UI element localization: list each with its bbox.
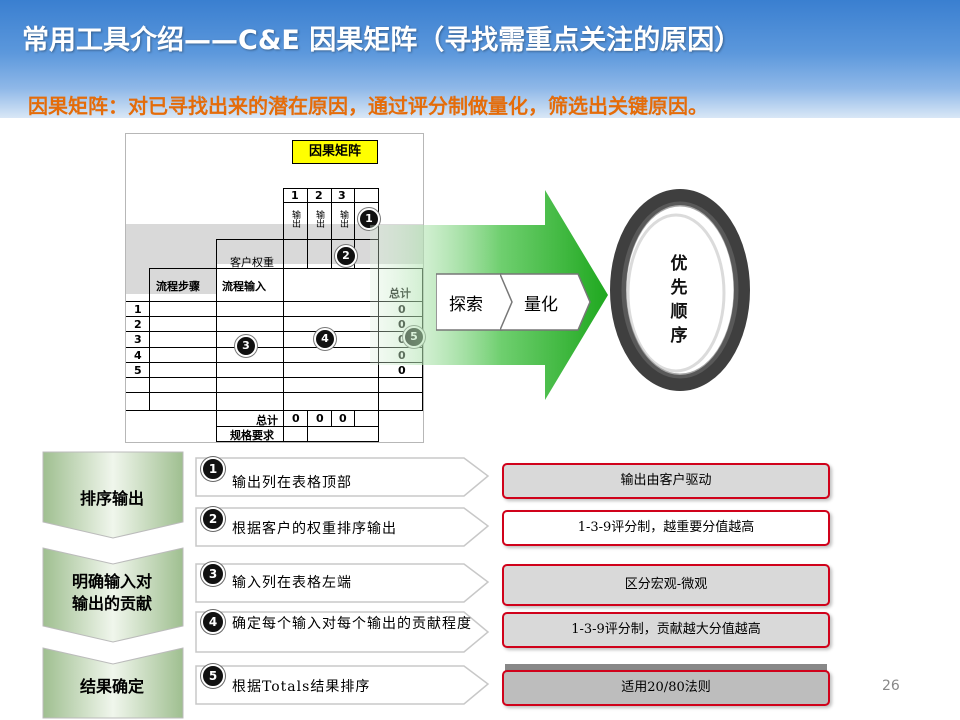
row-number: 2	[134, 318, 142, 331]
row-total: 0	[398, 364, 406, 377]
phase-chevrons	[42, 451, 184, 719]
bottom-total-label: 总计	[256, 414, 278, 427]
note-box-4: 1-3-9评分制，贡献越大分值越高	[502, 612, 830, 648]
slide-header	[0, 0, 960, 118]
phase-input-contribution: 明确输入对输出的贡献	[71, 572, 152, 613]
spec-label: 规格要求	[230, 429, 274, 442]
step-text-4: 确定每个输入对每个输出的贡献程度	[232, 616, 472, 632]
badge-3: 3	[235, 335, 257, 357]
page-number: 26	[882, 678, 900, 694]
priority-label: 优 先 顺 序	[664, 252, 694, 348]
col-number: 2	[315, 189, 323, 202]
note-box-1: 输出由客户驱动	[502, 463, 830, 499]
step-number-3: 3	[201, 562, 225, 586]
phase-sort-output: 排序输出	[79, 489, 144, 508]
process-input-label: 流程输入	[222, 280, 266, 293]
note-box-5: 适用20/80法则	[502, 670, 830, 706]
output-label: 输出	[314, 210, 324, 228]
customer-weight-label: 客户权重	[230, 256, 274, 269]
enso-brush-circle-icon	[610, 189, 750, 391]
step-number-2: 2	[201, 507, 225, 531]
badge-2: 2	[335, 245, 357, 267]
output-label: 输出	[338, 210, 348, 228]
slide-subtitle: 因果矩阵：对已寻找出来的潜在原因，通过评分制做量化，筛选出关键原因。	[28, 94, 708, 118]
step-arrows	[195, 457, 490, 705]
output-label: 输出	[290, 210, 300, 228]
col-number: 3	[338, 189, 346, 202]
process-step-label: 流程步骤	[156, 280, 200, 293]
step-number-5: 5	[201, 664, 225, 688]
step-text-3: 输入列在表格左端	[232, 575, 352, 591]
bottom-total-value: 0	[316, 412, 324, 425]
note-box-2: 1-3-9评分制，越重要分值越高	[502, 510, 830, 546]
quantify-chevron	[500, 273, 591, 331]
priority-char: 先	[670, 278, 688, 298]
badge-4: 4	[314, 328, 336, 350]
quantify-label: 量化	[524, 295, 558, 315]
step-text-2: 根据客户的权重排序输出	[232, 521, 397, 537]
matrix-grey-band-left	[126, 264, 216, 294]
matrix-title: 因果矩阵	[292, 140, 378, 164]
priority-char: 优	[670, 254, 688, 274]
step-text-5: 根据Totals结果排序	[232, 679, 371, 695]
step-text-1: 输出列在表格顶部	[232, 475, 352, 491]
row-number: 1	[134, 303, 142, 316]
explore-label: 探索	[449, 295, 483, 315]
bottom-total-value: 0	[339, 412, 347, 425]
step-number-4: 4	[201, 610, 225, 634]
note-box-3: 区分宏观-微观	[502, 564, 830, 606]
row-number: 5	[134, 364, 142, 377]
phase-result: 结果确定	[79, 677, 144, 696]
note-box-5-shadow	[505, 664, 827, 672]
row-number: 3	[134, 333, 142, 346]
priority-char: 顺	[670, 302, 688, 322]
col-number: 1	[291, 189, 299, 202]
row-number: 4	[134, 349, 142, 362]
step-number-1: 1	[201, 457, 225, 481]
slide-title: 常用工具介绍——C&E 因果矩阵（寻找需重点关注的原因）	[22, 25, 742, 56]
badge-1: 1	[358, 208, 380, 230]
bottom-total-value: 0	[292, 412, 300, 425]
priority-char: 序	[670, 326, 688, 346]
